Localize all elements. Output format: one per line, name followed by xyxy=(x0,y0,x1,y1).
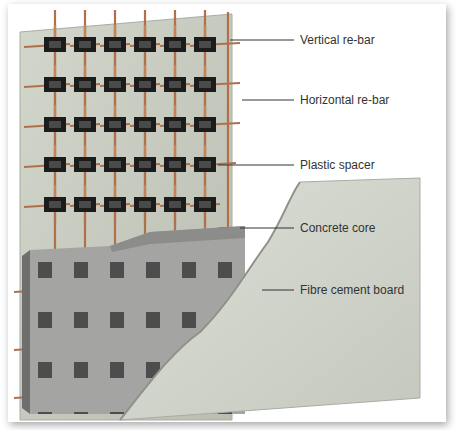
part-label: Concrete core xyxy=(300,221,375,235)
part-label: Plastic spacer xyxy=(300,158,375,172)
part-label: Vertical re-bar xyxy=(300,33,375,47)
part-label: Fibre cement board xyxy=(300,283,404,297)
part-label: Horizontal re-bar xyxy=(300,93,389,107)
